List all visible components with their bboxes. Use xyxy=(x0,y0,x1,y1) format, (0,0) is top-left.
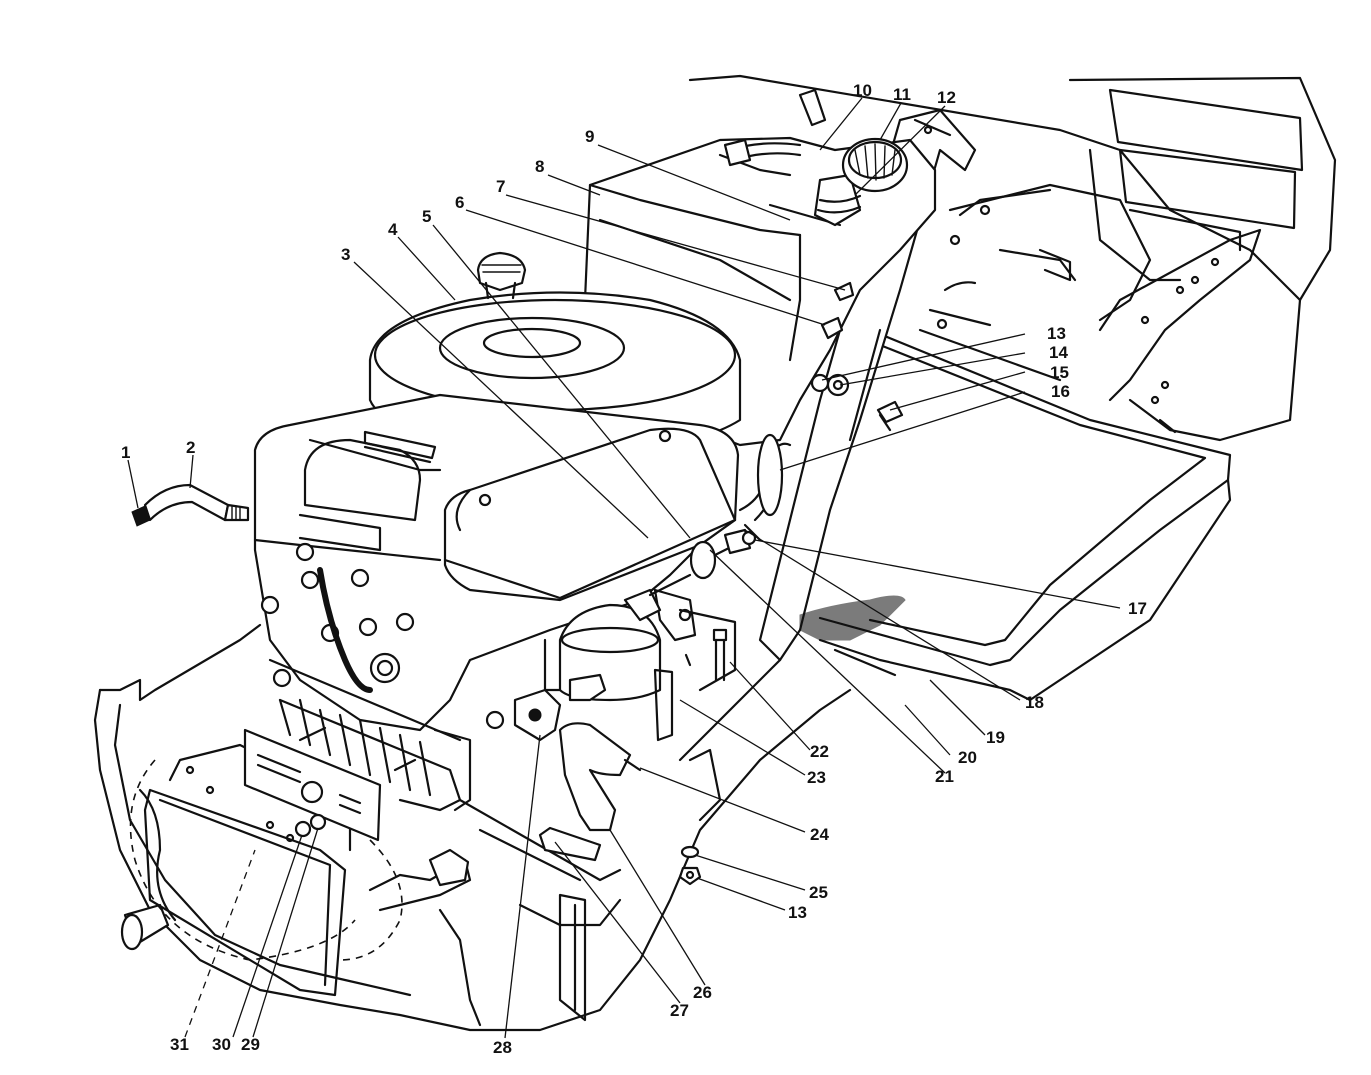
callout-28: 28 xyxy=(493,1038,512,1057)
callout-8: 8 xyxy=(535,157,544,176)
callout-31: 31 xyxy=(170,1035,189,1054)
callout-19: 19 xyxy=(986,728,1005,747)
callout-30: 30 xyxy=(212,1035,231,1054)
floor-pan xyxy=(818,308,1232,702)
callout-18: 18 xyxy=(1025,693,1044,712)
callout-3: 3 xyxy=(341,245,350,264)
callout-7: 7 xyxy=(496,177,505,196)
callout-24: 24 xyxy=(810,825,829,844)
callout-16: 16 xyxy=(1051,382,1070,401)
rear-fender-frame xyxy=(688,74,1337,442)
callout-5: 5 xyxy=(422,207,431,226)
callout-13-upper: 13 xyxy=(1047,324,1066,343)
callout-15: 15 xyxy=(1050,363,1069,382)
callout-6: 6 xyxy=(455,193,464,212)
callout-10: 10 xyxy=(853,81,872,100)
callout-22: 22 xyxy=(810,742,829,761)
callout-labels: 1 2 3 4 5 6 7 8 9 10 11 12 13 14 15 16 1… xyxy=(121,81,1147,1057)
callout-23: 23 xyxy=(807,768,826,787)
fuel-line-assembly xyxy=(131,483,250,527)
callout-29: 29 xyxy=(241,1035,260,1054)
engine xyxy=(243,251,906,886)
leader-lines xyxy=(127,97,1121,1039)
callout-9: 9 xyxy=(585,127,594,146)
callout-27: 27 xyxy=(670,1001,689,1020)
callout-17: 17 xyxy=(1128,599,1147,618)
callout-14: 14 xyxy=(1049,343,1068,362)
callout-12: 12 xyxy=(937,88,956,107)
callout-11: 11 xyxy=(893,85,911,104)
callout-20: 20 xyxy=(958,748,977,767)
callout-1: 1 xyxy=(121,443,130,462)
callout-2: 2 xyxy=(186,438,195,457)
callout-26: 26 xyxy=(693,983,712,1002)
callout-21: 21 xyxy=(935,767,954,786)
callout-25: 25 xyxy=(809,883,828,902)
callout-4: 4 xyxy=(388,220,398,239)
front-hood-body xyxy=(93,623,852,1032)
callout-13-lower: 13 xyxy=(788,903,807,922)
